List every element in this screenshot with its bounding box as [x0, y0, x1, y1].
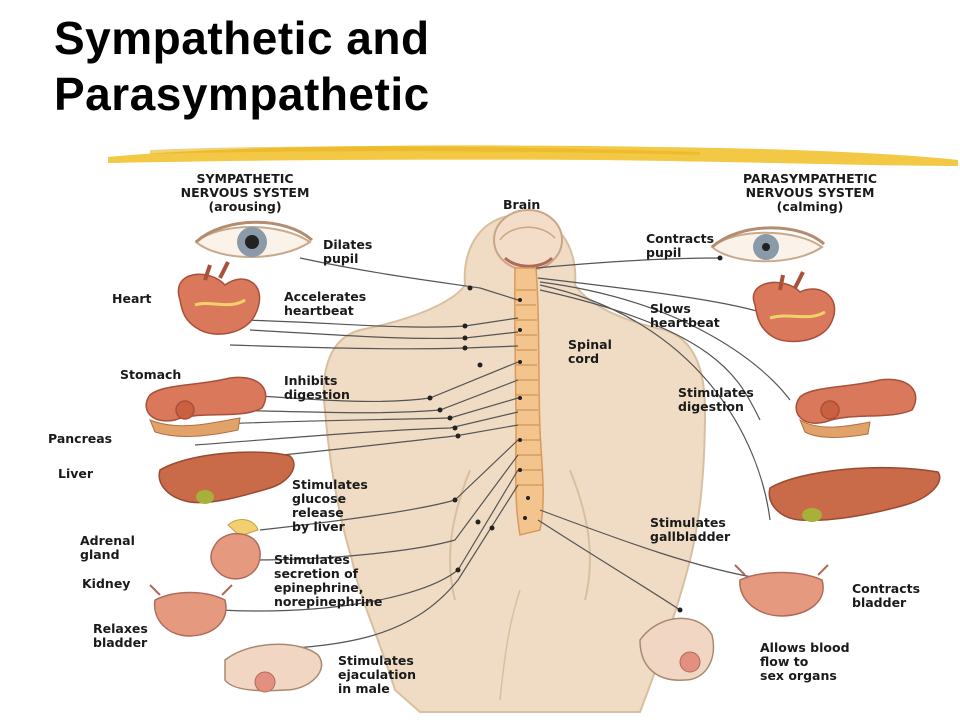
sym-pupil-line-2: pupil	[323, 251, 359, 266]
sym-epinephrine-label: Stimulates secretion of epinephrine, nor…	[274, 553, 382, 609]
parasympathetic-header: PARASYMPATHETIC NERVOUS SYSTEM (calming)	[710, 172, 910, 214]
sym-glucose-line-2: glucose	[292, 491, 347, 506]
sym-digestion-line-2: digestion	[284, 387, 350, 402]
left-eye	[194, 220, 313, 258]
para-heart-label: Slows heartbeat	[650, 302, 720, 330]
para-digestion-line-1: Stimulates	[678, 385, 754, 400]
sym-bladder-line-1: Relaxes	[93, 621, 148, 636]
para-gallbladder-label: Stimulates gallbladder	[650, 516, 730, 544]
right-heart	[752, 271, 836, 343]
left-adrenal-kidney	[210, 519, 261, 580]
sym-epinephrine-line-3: epinephrine,	[274, 580, 364, 595]
sym-bladder-label: Relaxes bladder	[93, 622, 148, 650]
page-title: Sympathetic and Parasympathetic	[54, 10, 430, 122]
para-blood-flow-label: Allows blood flow to sex organs	[760, 641, 850, 683]
title-line-2: Parasympathetic	[54, 68, 430, 120]
parasympathetic-header-line-2: NERVOUS SYSTEM	[745, 185, 875, 200]
adrenal-line-1: Adrenal	[80, 533, 135, 548]
adrenal-line-2: gland	[80, 547, 120, 562]
sym-ejaculation-label: Stimulates ejaculation in male	[338, 654, 416, 696]
right-stomach	[795, 378, 917, 438]
sympathetic-header-line-2: NERVOUS SYSTEM	[180, 185, 310, 200]
sym-pupil-line-1: Dilates	[323, 237, 373, 252]
sym-bladder-line-2: bladder	[93, 635, 148, 650]
para-pupil-line-2: pupil	[646, 245, 682, 260]
sym-epinephrine-line-1: Stimulates	[274, 552, 350, 567]
sym-epinephrine-line-2: secretion of	[274, 566, 359, 581]
para-heart-line-2: heartbeat	[650, 315, 720, 330]
sym-pupil-label: Dilates pupil	[323, 238, 372, 266]
adrenal-gland-label: Adrenal gland	[80, 534, 135, 562]
parasympathetic-header-line-3: (calming)	[776, 199, 844, 214]
para-gallbladder-line-2: gallbladder	[650, 529, 731, 544]
left-male-organs	[224, 643, 323, 693]
sympathetic-header-line-3: (arousing)	[208, 199, 282, 214]
para-digestion-line-2: digestion	[678, 399, 744, 414]
para-bladder-label: Contracts bladder	[852, 582, 920, 610]
para-blood-line-2: flow to	[760, 654, 809, 669]
right-liver	[768, 466, 941, 522]
parasympathetic-header-line-1: PARASYMPATHETIC	[742, 171, 878, 186]
para-bladder-line-2: bladder	[852, 595, 907, 610]
spinal-cord-label: Spinal cord	[568, 338, 612, 366]
brain	[493, 209, 563, 271]
para-pupil-line-1: Contracts	[646, 231, 715, 246]
spinal-cord-label-line-2: cord	[568, 351, 600, 366]
sym-heart-label: Accelerates heartbeat	[284, 290, 366, 318]
para-blood-line-1: Allows blood	[760, 640, 850, 655]
left-stomach	[145, 376, 267, 422]
sym-heart-line-1: Accelerates	[284, 289, 367, 304]
para-blood-line-3: sex organs	[760, 668, 837, 683]
sym-glucose-line-3: release	[292, 505, 344, 520]
para-heart-line-1: Slows	[650, 301, 691, 316]
sym-heart-line-2: heartbeat	[284, 303, 354, 318]
right-eye	[710, 226, 826, 263]
para-bladder-line-1: Contracts	[852, 581, 921, 596]
heart-label: Heart	[112, 291, 152, 306]
sympathetic-header: SYMPATHETIC NERVOUS SYSTEM (arousing)	[150, 172, 340, 214]
sym-glucose-line-4: by liver	[292, 519, 345, 534]
stomach-label: Stomach	[120, 367, 182, 382]
right-bladder	[734, 564, 829, 617]
brain-label: Brain	[503, 197, 541, 212]
para-digestion-label: Stimulates digestion	[678, 386, 754, 414]
left-bladder	[149, 584, 233, 637]
left-heart	[177, 261, 261, 335]
pancreas-label: Pancreas	[48, 431, 113, 446]
title-line-1: Sympathetic and	[54, 12, 430, 64]
sym-ejaculation-line-3: in male	[338, 681, 390, 696]
right-male-organs	[639, 617, 715, 681]
left-pancreas	[149, 417, 241, 437]
sym-ejaculation-line-2: ejaculation	[338, 667, 416, 682]
kidney-label: Kidney	[82, 576, 131, 591]
sym-digestion-line-1: Inhibits	[284, 373, 338, 388]
liver-label: Liver	[58, 466, 94, 481]
sym-glucose-line-1: Stimulates	[292, 477, 368, 492]
sym-glucose-label: Stimulates glucose release by liver	[292, 478, 368, 534]
sym-epinephrine-line-4: norepinephrine	[274, 594, 383, 609]
left-liver	[158, 451, 295, 504]
nerve-ganglia	[427, 255, 723, 613]
sym-ejaculation-line-1: Stimulates	[338, 653, 414, 668]
para-gallbladder-line-1: Stimulates	[650, 515, 726, 530]
para-pupil-label: Contracts pupil	[646, 232, 714, 260]
sympathetic-header-line-1: SYMPATHETIC	[196, 171, 294, 186]
parasympathetic-nerves	[535, 257, 791, 611]
spinal-cord-label-line-1: Spinal	[568, 337, 612, 352]
sym-digestion-label: Inhibits digestion	[284, 374, 350, 402]
